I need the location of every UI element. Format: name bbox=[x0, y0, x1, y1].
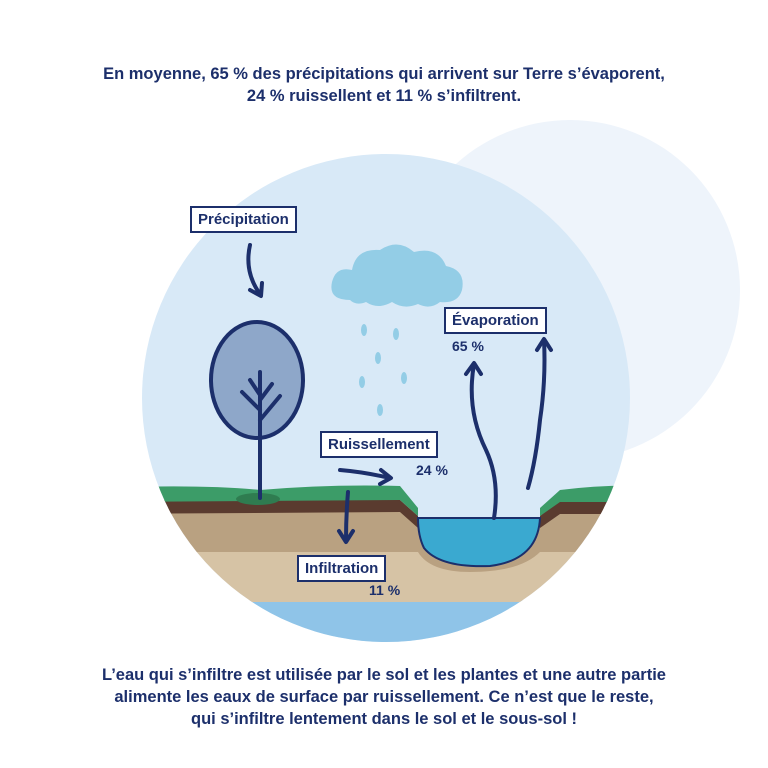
runoff-percentage: 24 % bbox=[416, 462, 448, 478]
evaporation-percentage: 65 % bbox=[452, 338, 484, 354]
infiltration-percentage: 11 % bbox=[369, 582, 400, 598]
precipitation-label: Précipitation bbox=[190, 206, 297, 233]
evaporation-label: Évaporation bbox=[444, 307, 547, 334]
runoff-label: Ruissellement bbox=[320, 431, 438, 458]
footer-text: L’eau qui s’infiltre est utilisée par le… bbox=[0, 664, 768, 730]
footer-line-2: alimente les eaux de surface par ruissel… bbox=[0, 686, 768, 708]
footer-line-1: L’eau qui s’infiltre est utilisée par le… bbox=[0, 664, 768, 686]
infiltration-label: Infiltration bbox=[297, 555, 386, 582]
groundwater-layer bbox=[100, 600, 700, 660]
footer-line-3: qui s’infiltre lentement dans le sol et … bbox=[0, 708, 768, 730]
infiltration-arrow bbox=[346, 492, 348, 540]
